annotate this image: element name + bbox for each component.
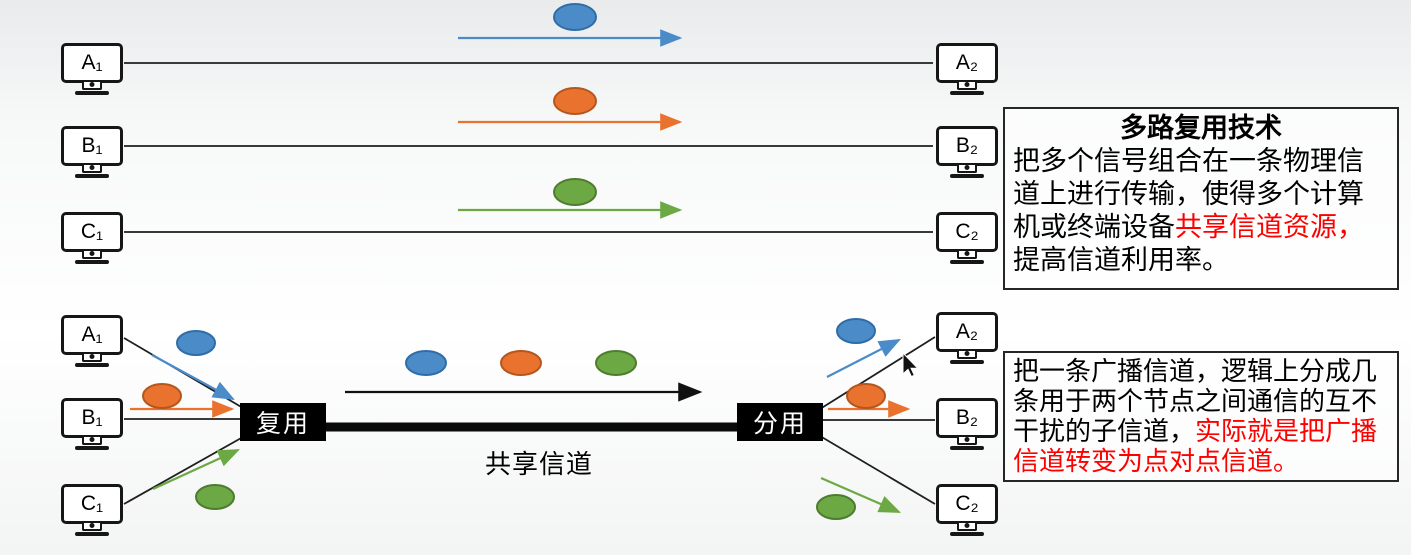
monitor-stand-icon: [82, 82, 102, 90]
monitor-label: B₁: [61, 398, 123, 438]
wire-demux-c2: [819, 435, 936, 505]
monitor-base-icon: [950, 360, 984, 364]
monitor-label: A₂: [936, 43, 998, 83]
mouse-cursor: [902, 351, 919, 378]
monitor-b1-shared: B₁: [61, 398, 123, 450]
body-text: 把一条广播信道，逻辑上分成几条用于两个节点之间通信的互不干扰的子信道，: [1013, 356, 1378, 446]
monitor-c2-direct: C₂: [936, 212, 998, 264]
monitor-a1-shared: A₁: [61, 315, 123, 367]
monitor-label: A₁: [61, 315, 123, 355]
demux-label: 分用: [752, 410, 807, 438]
monitor-label: C₂: [936, 212, 998, 252]
packet-blue-out: [836, 318, 876, 344]
flow-arrow-blue-in: [151, 354, 235, 401]
monitor-label: C₁: [61, 484, 123, 524]
monitor-b2-direct: B₂: [936, 126, 998, 178]
monitor-stand-icon: [82, 165, 102, 173]
packet-blue-shared: [405, 350, 447, 376]
packet-orange-out: [846, 383, 886, 409]
flow-arrow-green-in: [152, 449, 240, 490]
mux-box: 复用: [240, 403, 326, 441]
packet-blue-in: [176, 330, 216, 356]
monitor-base-icon: [950, 91, 984, 95]
info-box-title: 多路复用技术: [1120, 113, 1282, 143]
monitor-base-icon: [75, 446, 109, 450]
monitor-label: B₁: [61, 126, 123, 166]
monitor-stand-icon: [957, 523, 977, 531]
monitor-label: C₁: [61, 212, 123, 252]
multiplexing-info-box: 多路复用技术 把多个信号组合在一条物理信道上进行传输，使得多个计算机或终端设备共…: [1003, 107, 1399, 290]
monitor-c2-shared: C₂: [936, 484, 998, 536]
monitor-stand-icon: [957, 82, 977, 90]
packet-orange-shared: [500, 350, 542, 376]
info-box-body: 把一条广播信道，逻辑上分成几条用于两个节点之间通信的互不干扰的子信道，实际就是把…: [1013, 356, 1389, 476]
monitor-stand-icon: [957, 165, 977, 173]
monitor-b2-shared: B₂: [936, 398, 998, 450]
body-text-red: 实际就是把广播信道转变为点对点信道。: [1013, 416, 1378, 476]
wire-demux-a2: [819, 336, 936, 410]
monitor-label: C₂: [936, 484, 998, 524]
flow-arrow-blue-out: [826, 338, 901, 378]
body-text: 提高信道利用率。: [1013, 245, 1229, 275]
body-text: 把多个信号组合在一条物理信道上进行传输，使得多个计算机或终端设备: [1013, 146, 1364, 242]
packet-green-out: [816, 494, 856, 520]
monitor-b1-direct: B₁: [61, 126, 123, 178]
monitor-a2-shared: A₂: [936, 312, 998, 364]
shared-channel-label: 共享信道: [485, 449, 594, 479]
monitor-label: A₂: [936, 312, 998, 352]
monitor-base-icon: [75, 91, 109, 95]
packet-green-top: [553, 178, 597, 206]
monitor-base-icon: [75, 363, 109, 367]
monitor-c1-shared: C₁: [61, 484, 123, 536]
monitor-stand-icon: [82, 251, 102, 259]
monitor-stand-icon: [957, 437, 977, 445]
monitor-label: A₁: [61, 43, 123, 83]
packet-orange-in: [142, 383, 182, 409]
monitor-base-icon: [75, 260, 109, 264]
monitor-stand-icon: [82, 354, 102, 362]
mux-label: 复用: [255, 410, 310, 438]
monitor-stand-icon: [82, 523, 102, 531]
monitor-label: B₂: [936, 398, 998, 438]
body-text-red: 共享信道资源，: [1175, 212, 1364, 242]
monitor-a2-direct: A₂: [936, 43, 998, 95]
packet-orange-top: [553, 87, 597, 115]
packet-green-shared: [595, 350, 637, 376]
monitor-label: B₂: [936, 126, 998, 166]
packet-blue-top: [553, 3, 597, 31]
monitor-base-icon: [75, 174, 109, 178]
monitor-base-icon: [950, 174, 984, 178]
monitor-stand-icon: [82, 437, 102, 445]
flow-arrow-green-out: [820, 476, 902, 514]
monitor-base-icon: [950, 532, 984, 536]
monitor-base-icon: [75, 532, 109, 536]
demux-box: 分用: [737, 403, 823, 441]
monitor-c1-direct: C₁: [61, 212, 123, 264]
monitor-stand-icon: [957, 251, 977, 259]
info-box-body: 把多个信号组合在一条物理信道上进行传输，使得多个计算机或终端设备共享信道资源，提…: [1013, 145, 1389, 277]
broadcast-info-box: 把一条广播信道，逻辑上分成几条用于两个节点之间通信的互不干扰的子信道，实际就是把…: [1003, 351, 1399, 482]
wire-c1-mux: [123, 436, 244, 505]
monitor-a1-direct: A₁: [61, 43, 123, 95]
monitor-base-icon: [950, 260, 984, 264]
packet-green-in: [195, 484, 235, 510]
monitor-base-icon: [950, 446, 984, 450]
monitor-stand-icon: [957, 351, 977, 359]
